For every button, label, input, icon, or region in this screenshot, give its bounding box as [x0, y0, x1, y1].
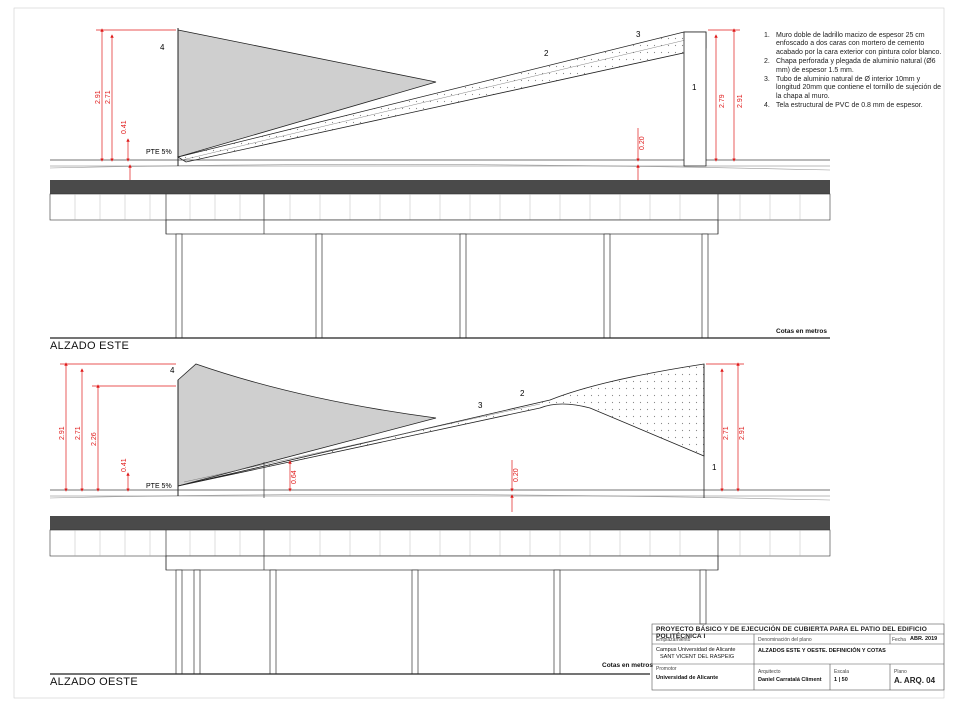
east-slab: [50, 180, 830, 194]
promoter-label: Promotor: [656, 666, 677, 672]
east-elevation: [49, 28, 831, 339]
west-elevation: [49, 362, 831, 675]
east-fabric-membrane: [177, 29, 437, 158]
east-marker-1: 1: [692, 83, 697, 92]
west-dim-inner: 0.64: [291, 470, 298, 484]
west-dim-left-1: 2.91: [59, 426, 66, 440]
west-fabric-membrane: [177, 363, 437, 487]
note-item: 4.Tela estructural de PVC de 0.8 mm de e…: [764, 102, 923, 110]
east-dim-left-2: 2.71: [105, 90, 112, 104]
scale-label: Escala: [834, 669, 850, 675]
west-dim-mid: 0.20: [513, 468, 520, 482]
site-label: Emplazamiento: [656, 637, 691, 643]
west-marker-2: 2: [520, 389, 525, 398]
project-title: PROYECTO BÁSICO Y DE EJECUCIÓN DE CUBIER…: [656, 626, 927, 640]
west-units-note: Cotas en metros: [602, 662, 653, 669]
sheet-frame: [13, 7, 945, 699]
title-block: PROYECTO BÁSICO Y DE EJECUCIÓN DE CUBIER…: [652, 624, 944, 688]
date-label: Fecha: [892, 637, 906, 643]
west-marker-3: 3: [478, 401, 483, 410]
east-units-note: Cotas en metros: [776, 328, 827, 335]
legend-notes: 1.Muro doble de ladrillo macizo de espes…: [764, 32, 944, 112]
east-brick-wall: [683, 31, 707, 167]
promoter-value: Universidad de Alicante: [656, 675, 719, 681]
east-caption: ALZADO ESTE: [50, 340, 130, 352]
architect-label: Arquitecto: [758, 669, 781, 675]
east-dim-left-1: 2.91: [95, 90, 102, 104]
west-marker-4: 4: [170, 366, 175, 375]
east-dim-right-2: 2.91: [737, 94, 744, 108]
site-line-2: SANT VICENT DEL RASPEIG: [660, 654, 735, 660]
west-dim-right-2: 2.91: [739, 426, 746, 440]
east-dim-right-1: 2.79: [719, 94, 726, 108]
east-marker-2: 2: [544, 49, 549, 58]
west-slab: [50, 516, 830, 530]
east-dimensions: [96, 28, 740, 180]
east-marker-4: 4: [160, 43, 165, 52]
plan-value: ALZADOS ESTE Y OESTE. DEFINICIÓN Y COTAS: [758, 648, 886, 654]
note-item: 3.Tubo de aluminio natural de Ø interior…: [764, 76, 941, 100]
sheet-label: Plano: [894, 669, 907, 675]
west-dim-right-1: 2.71: [723, 426, 730, 440]
plan-label: Denominación del plano: [758, 637, 812, 643]
east-marker-3: 3: [636, 30, 641, 39]
west-perforated-sheet: [177, 363, 705, 487]
west-slope-label: PTE 5%: [146, 483, 172, 490]
site-line-1: Campus Universidad de Alicante: [656, 647, 736, 653]
west-caption: ALZADO OESTE: [50, 676, 138, 688]
scale-value: 1 | 50: [834, 677, 848, 683]
west-ground-line: [49, 494, 831, 501]
sheet-code: A. ARQ. 04: [894, 676, 936, 685]
east-dim-mid: 0.20: [639, 136, 646, 150]
date-value: ABR. 2019: [910, 636, 938, 642]
east-dim-left-3: 0.41: [121, 120, 128, 134]
east-slope-label: PTE 5%: [146, 149, 172, 156]
note-item: 2.Chapa perforada y plegada de aluminio …: [764, 58, 936, 74]
note-item: 1.Muro doble de ladrillo macizo de espes…: [764, 32, 942, 56]
west-marker-1: 1: [712, 463, 717, 472]
title-block-frame: [651, 623, 945, 691]
west-dim-left-3: 2.26: [91, 432, 98, 446]
west-dim-left-4: 0.41: [121, 458, 128, 472]
east-ground-line: [49, 164, 831, 171]
west-dimensions: [60, 362, 744, 512]
architect-value: Daniel Carratalá Climent: [758, 677, 822, 683]
west-dim-left-2: 2.71: [75, 426, 82, 440]
